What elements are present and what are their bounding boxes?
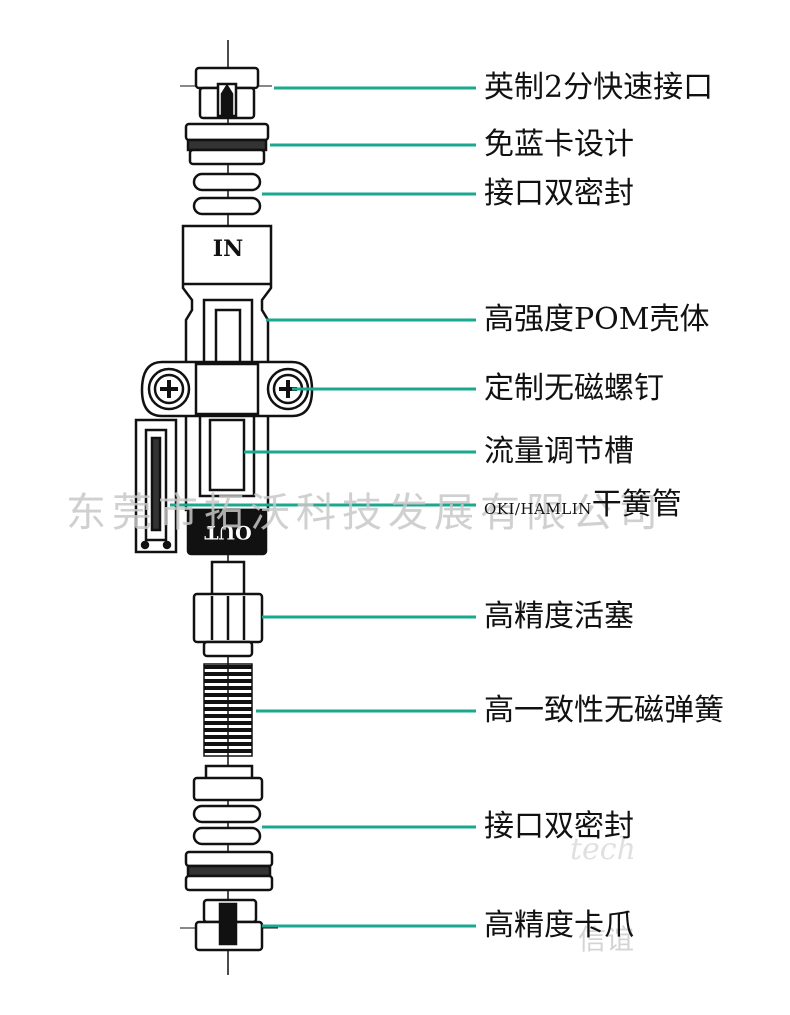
label-pom-body-suffix: POM壳体 (574, 302, 710, 337)
spring-part (203, 663, 253, 757)
label-quick-connector: 英制2分快速接口 (484, 70, 714, 105)
o-ring-bottom-2 (192, 826, 262, 846)
screw-bracket-part (140, 360, 314, 418)
label-pom-body: 高强度POM壳体 (484, 300, 710, 340)
label-reed-suffix: 干簧管 (591, 487, 682, 522)
o-ring-bottom-1 (192, 804, 262, 824)
label-reed-switch: OKI/HAMLIN干簧管 (484, 485, 682, 525)
outlet-marking: OUT (204, 521, 251, 543)
label-custom-screw: 定制无磁螺钉 (484, 371, 664, 406)
label-flow-groove: 流量调节槽 (484, 434, 634, 469)
inlet-marking: IN (213, 236, 243, 262)
pom-body-part (181, 224, 273, 556)
label-pom-body-prefix: 高强度 (484, 302, 574, 337)
clip-part (194, 898, 264, 952)
label-spring: 高一致性无磁弹簧 (484, 693, 724, 728)
label-double-seal-bottom: 接口双密封 (484, 809, 634, 844)
collet-free-ring-part (184, 122, 270, 166)
o-ring-top-2 (192, 196, 262, 216)
o-ring-top-1 (192, 172, 262, 192)
label-double-seal-top: 接口双密封 (484, 176, 634, 211)
bottom-ring-part (184, 850, 274, 892)
quick-connector-part (194, 66, 260, 120)
label-piston: 高精度活塞 (484, 599, 634, 634)
label-no-collet-design: 免蓝卡设计 (484, 127, 634, 162)
leader-lines (170, 86, 476, 928)
company-watermark: 东莞市拓沃科技发展有限公司 (66, 490, 664, 536)
bottom-cap-part (192, 764, 264, 802)
faint-watermark-tech: tech (570, 832, 636, 867)
label-reed-brand: OKI/HAMLIN (484, 500, 592, 518)
piston-part (192, 560, 264, 658)
faint-watermark-brand: 信谊 (578, 923, 635, 956)
label-clip: 高精度卡爪 (484, 908, 634, 943)
reed-switch-part (134, 418, 178, 554)
